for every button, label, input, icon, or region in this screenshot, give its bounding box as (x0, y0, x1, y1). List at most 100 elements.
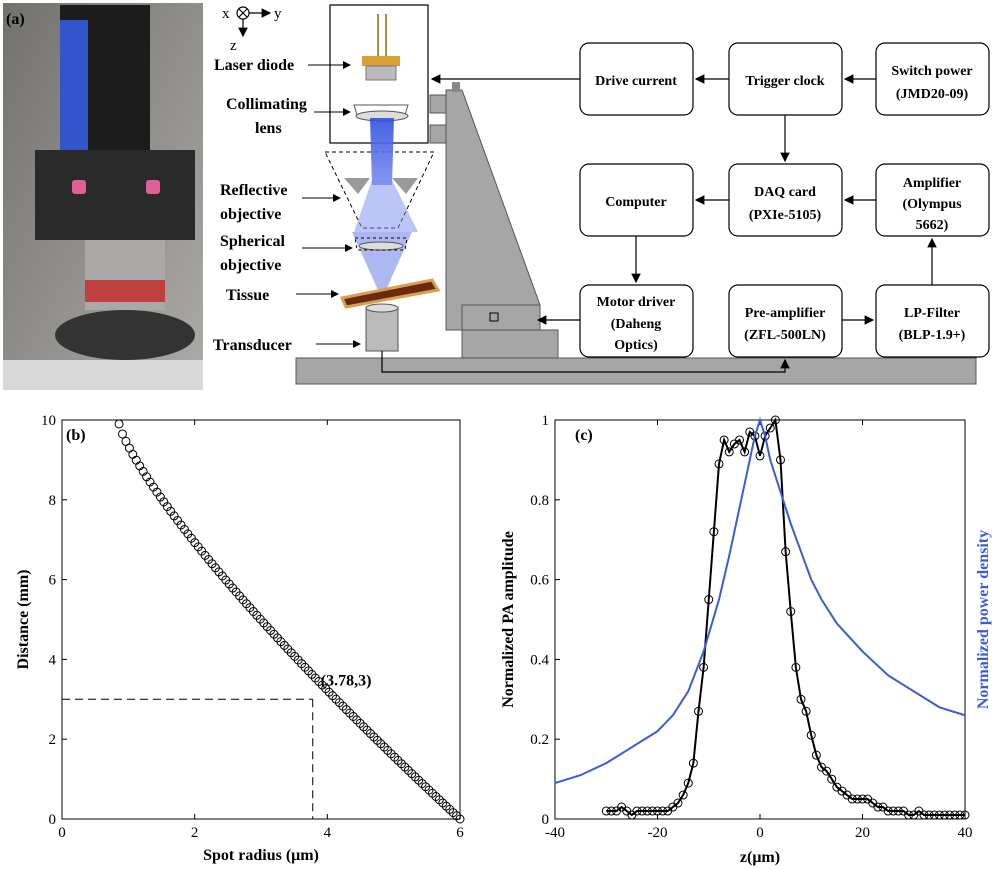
panel-b-data-point (452, 811, 462, 821)
panel-c-data-point (632, 806, 642, 816)
block-switch-power: Switch power (JMD20-09) (875, 42, 990, 116)
component-labels: Laser diode Collimating lens Reflective … (213, 57, 361, 354)
panel-c-label: (c) (575, 427, 593, 444)
panel-b-data-point (166, 506, 176, 516)
block-trigger-clock: Trigger clock (728, 42, 843, 116)
panel-b0-plot-frame (61, 419, 461, 820)
panel-b-x-axis-label: Spot radius (μm) (203, 847, 319, 864)
panel-c-x-axis-label: z(μm) (740, 849, 780, 866)
panel-b-data-point (407, 769, 417, 779)
panel-b0-y-tick-label: 4 (49, 652, 57, 668)
panel-b-data-point (410, 772, 420, 782)
svg-text:Drive current: Drive current (595, 74, 677, 89)
panel-c-data-point (724, 447, 734, 457)
panel-c-data-point (776, 455, 785, 465)
block-amplifier: Amplifier (Olympus 5662) (875, 163, 990, 237)
panel-c-data-point (601, 806, 611, 816)
panel-b-data-point (173, 515, 183, 525)
axis-indicator: x y z (222, 6, 282, 54)
panel-c-data-point (735, 435, 744, 445)
panel-b-data-point (445, 804, 455, 814)
label-reflective-objective: objective (220, 206, 281, 223)
panel-b-data-point (379, 742, 389, 752)
panel-b-data-point (117, 429, 127, 439)
block-computer: Computer (579, 163, 694, 237)
panel-c-data-point (694, 706, 703, 716)
panel-b-data-point (372, 735, 382, 745)
panel-b-data-point (362, 725, 372, 735)
panel-c-data-point (822, 766, 832, 776)
panel-c-data-point (929, 810, 939, 820)
axis-x-letter: x (222, 6, 230, 22)
panel-c-data-point (770, 415, 780, 425)
panel-c-data-point (940, 810, 949, 820)
panel-c-data-point (883, 806, 893, 816)
panel-b-data-point (376, 739, 386, 749)
svg-text:5662): 5662) (916, 218, 949, 233)
panel-c1-y-tick-label: 0.2 (530, 732, 549, 748)
panel-c-data-point (858, 794, 867, 804)
panel-c-y-axis-label: Normalized PA amplitude (500, 531, 517, 708)
svg-text:Amplifier: Amplifier (903, 176, 961, 191)
panel-c1-x-tick-label: -40 (545, 825, 565, 841)
panel-b-data-point (159, 497, 169, 507)
panel-c-data-point (873, 802, 883, 812)
panel-c-data-point (709, 527, 719, 537)
panel-c-data-point (955, 810, 965, 820)
panel-b-data-point (390, 752, 400, 762)
panel-c-data-point (919, 810, 929, 820)
panel-c-series-line-0 (606, 417, 965, 817)
label-laser-diode: Laser diode (214, 57, 294, 74)
panel-c-data-point (811, 750, 821, 760)
panel-c1-y-tick-label: 0.4 (530, 652, 549, 668)
panel-c-data-point (781, 547, 791, 557)
panel-b-data-point (341, 705, 351, 715)
svg-text:Motor driver: Motor driver (597, 295, 676, 310)
mechanical-stage (295, 82, 977, 385)
panel-c-data-point (796, 694, 806, 704)
panel-b-data-point (396, 759, 406, 769)
panel-b-data-point (434, 795, 444, 805)
panel-c-series-line-1 (554, 416, 966, 785)
panel-b-data-point (338, 701, 348, 711)
panel-c1-x-tick-label: 0 (756, 825, 764, 841)
panel-c-data-point (637, 806, 647, 816)
panel-c-data-point (673, 798, 683, 808)
panel-c-data-point (847, 794, 857, 804)
panel-c-data-point (699, 662, 709, 672)
panel-c-data-point (934, 810, 944, 820)
label-spherical: Spherical (220, 233, 285, 250)
panel-b-data-point (455, 814, 465, 824)
panel-c-data-point (606, 806, 616, 816)
panel-c1-y-tick-label: 1 (542, 413, 550, 429)
label-reflective: Reflective (220, 182, 288, 199)
panel-c-data-point (765, 423, 775, 433)
panel-c-data-point (950, 810, 960, 820)
panel-c-data-point (647, 806, 657, 816)
panel-b-data-point (359, 722, 369, 732)
panel-b-data-point (169, 511, 179, 521)
panel-c1-x-tick-label: 20 (855, 825, 870, 841)
panel-c-data-point (806, 730, 816, 740)
panel-b0-x-tick-label: 0 (58, 825, 66, 841)
label-spherical-objective: objective (220, 257, 281, 274)
svg-text:Computer: Computer (605, 195, 666, 210)
panel-b-data-point (427, 788, 437, 798)
label-collimating: Collimating (226, 96, 307, 113)
panel-c1-plot-frame (554, 419, 966, 820)
panel-c-data-point (960, 810, 970, 820)
panel-c-data-point (683, 778, 693, 788)
panel-b-data-point (355, 718, 365, 728)
panel-c-right-axis-label: Normalized power density (975, 530, 992, 709)
panel-a-label: (a) (6, 11, 25, 28)
panel-c-data-point (827, 774, 837, 784)
svg-text:LP-Filter: LP-Filter (904, 306, 960, 321)
panel-b0-y-tick-label: 0 (49, 812, 57, 828)
svg-text:(Daheng: (Daheng (611, 317, 662, 332)
panel-c1-x-tick-label: 40 (958, 825, 973, 841)
panel-b0-y-tick-label: 8 (49, 493, 57, 509)
panel-b0-x-tick-label: 6 (456, 825, 464, 841)
